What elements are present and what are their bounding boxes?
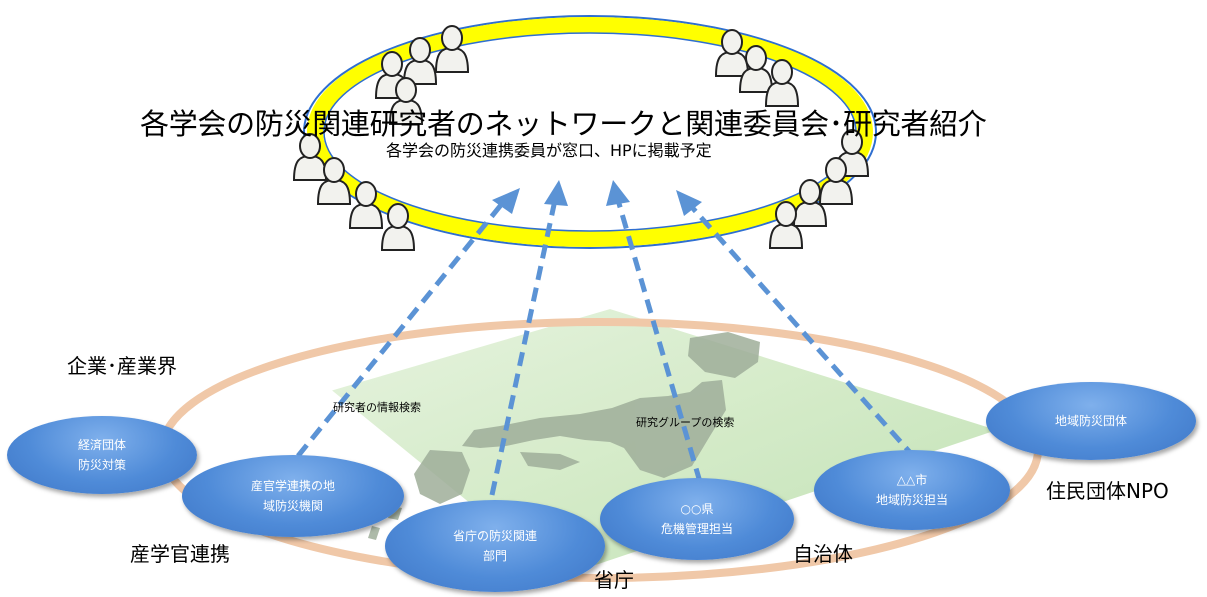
category-residents: 住民団体NPO bbox=[1046, 479, 1169, 503]
researcher-search-label: 研究者の情報検索 bbox=[333, 401, 421, 414]
bubble-sankangaku-line2: 域防災機関 bbox=[262, 499, 323, 513]
person-icon bbox=[388, 77, 424, 125]
page-subtitle: 各学会の防災連携委員が窓口、HPに掲載予定 bbox=[386, 141, 712, 160]
bubble-sankangaku: 産官学連携の地 域防災機関 bbox=[182, 455, 404, 537]
bubble-ken-line1: ○○県 bbox=[680, 502, 714, 516]
group-search-label: 研究グループの検索 bbox=[636, 416, 735, 429]
bubble-keizai-line2: 防災対策 bbox=[77, 458, 126, 472]
arrowhead-1 bbox=[492, 188, 520, 214]
person-icon bbox=[402, 37, 438, 85]
bubble-shocho-line2: 部門 bbox=[482, 549, 507, 563]
japan-map-icon bbox=[368, 332, 760, 540]
bubble-shocho: 省庁の防災関連 部門 bbox=[385, 500, 605, 592]
arrowhead-2 bbox=[544, 180, 568, 206]
person-icon bbox=[818, 157, 854, 205]
bubble-shocho-line1: 省庁の防災関連 bbox=[452, 529, 537, 543]
category-industry-academia-gov: 産学官連携 bbox=[130, 542, 230, 566]
bubble-ken-line2: 危機管理担当 bbox=[660, 522, 733, 536]
person-icon bbox=[348, 181, 384, 229]
page-title: 各学会の防災関連研究者のネットワークと関連委員会･研究者紹介 bbox=[140, 107, 987, 141]
person-icon bbox=[738, 45, 774, 93]
person-icon bbox=[768, 201, 804, 249]
bubble-chiiki: 地域防災団体 bbox=[986, 382, 1196, 460]
category-industry: 企業･産業界 bbox=[67, 354, 177, 378]
person-icon bbox=[380, 203, 416, 251]
researcher-people bbox=[292, 25, 870, 251]
arrow-sankangaku bbox=[296, 198, 507, 458]
bubble-chiiki-line1: 地域防災団体 bbox=[1054, 414, 1127, 428]
arrow-heads bbox=[492, 180, 702, 216]
bubble-keizai-line1: 経済団体 bbox=[77, 438, 126, 452]
researcher-ring-inner bbox=[307, 17, 873, 247]
person-icon bbox=[316, 157, 352, 205]
person-icon bbox=[714, 29, 750, 77]
arrowhead-3 bbox=[606, 180, 630, 206]
arrowhead-4 bbox=[676, 190, 702, 216]
bubble-shi: △△市 地域防災担当 bbox=[814, 450, 1010, 530]
category-ministries: 省庁 bbox=[594, 568, 634, 592]
bubble-keizai: 経済団体 防災対策 bbox=[7, 416, 197, 494]
category-local-gov: 自治体 bbox=[793, 542, 853, 566]
bubble-sankangaku-line1: 産官学連携の地 bbox=[250, 479, 335, 493]
arrow-shocho bbox=[489, 199, 558, 496]
person-icon bbox=[292, 133, 328, 181]
arrow-ken bbox=[615, 199, 703, 483]
bubble-ken: ○○県 危機管理担当 bbox=[600, 478, 794, 560]
bubble-shi-line2: 地域防災担当 bbox=[875, 493, 948, 507]
person-icon bbox=[792, 179, 828, 227]
person-icon bbox=[764, 59, 800, 107]
person-icon bbox=[434, 25, 470, 73]
search-arrows bbox=[296, 198, 917, 496]
arrow-shi bbox=[688, 203, 917, 460]
bubble-shi-line1: △△市 bbox=[896, 473, 928, 487]
